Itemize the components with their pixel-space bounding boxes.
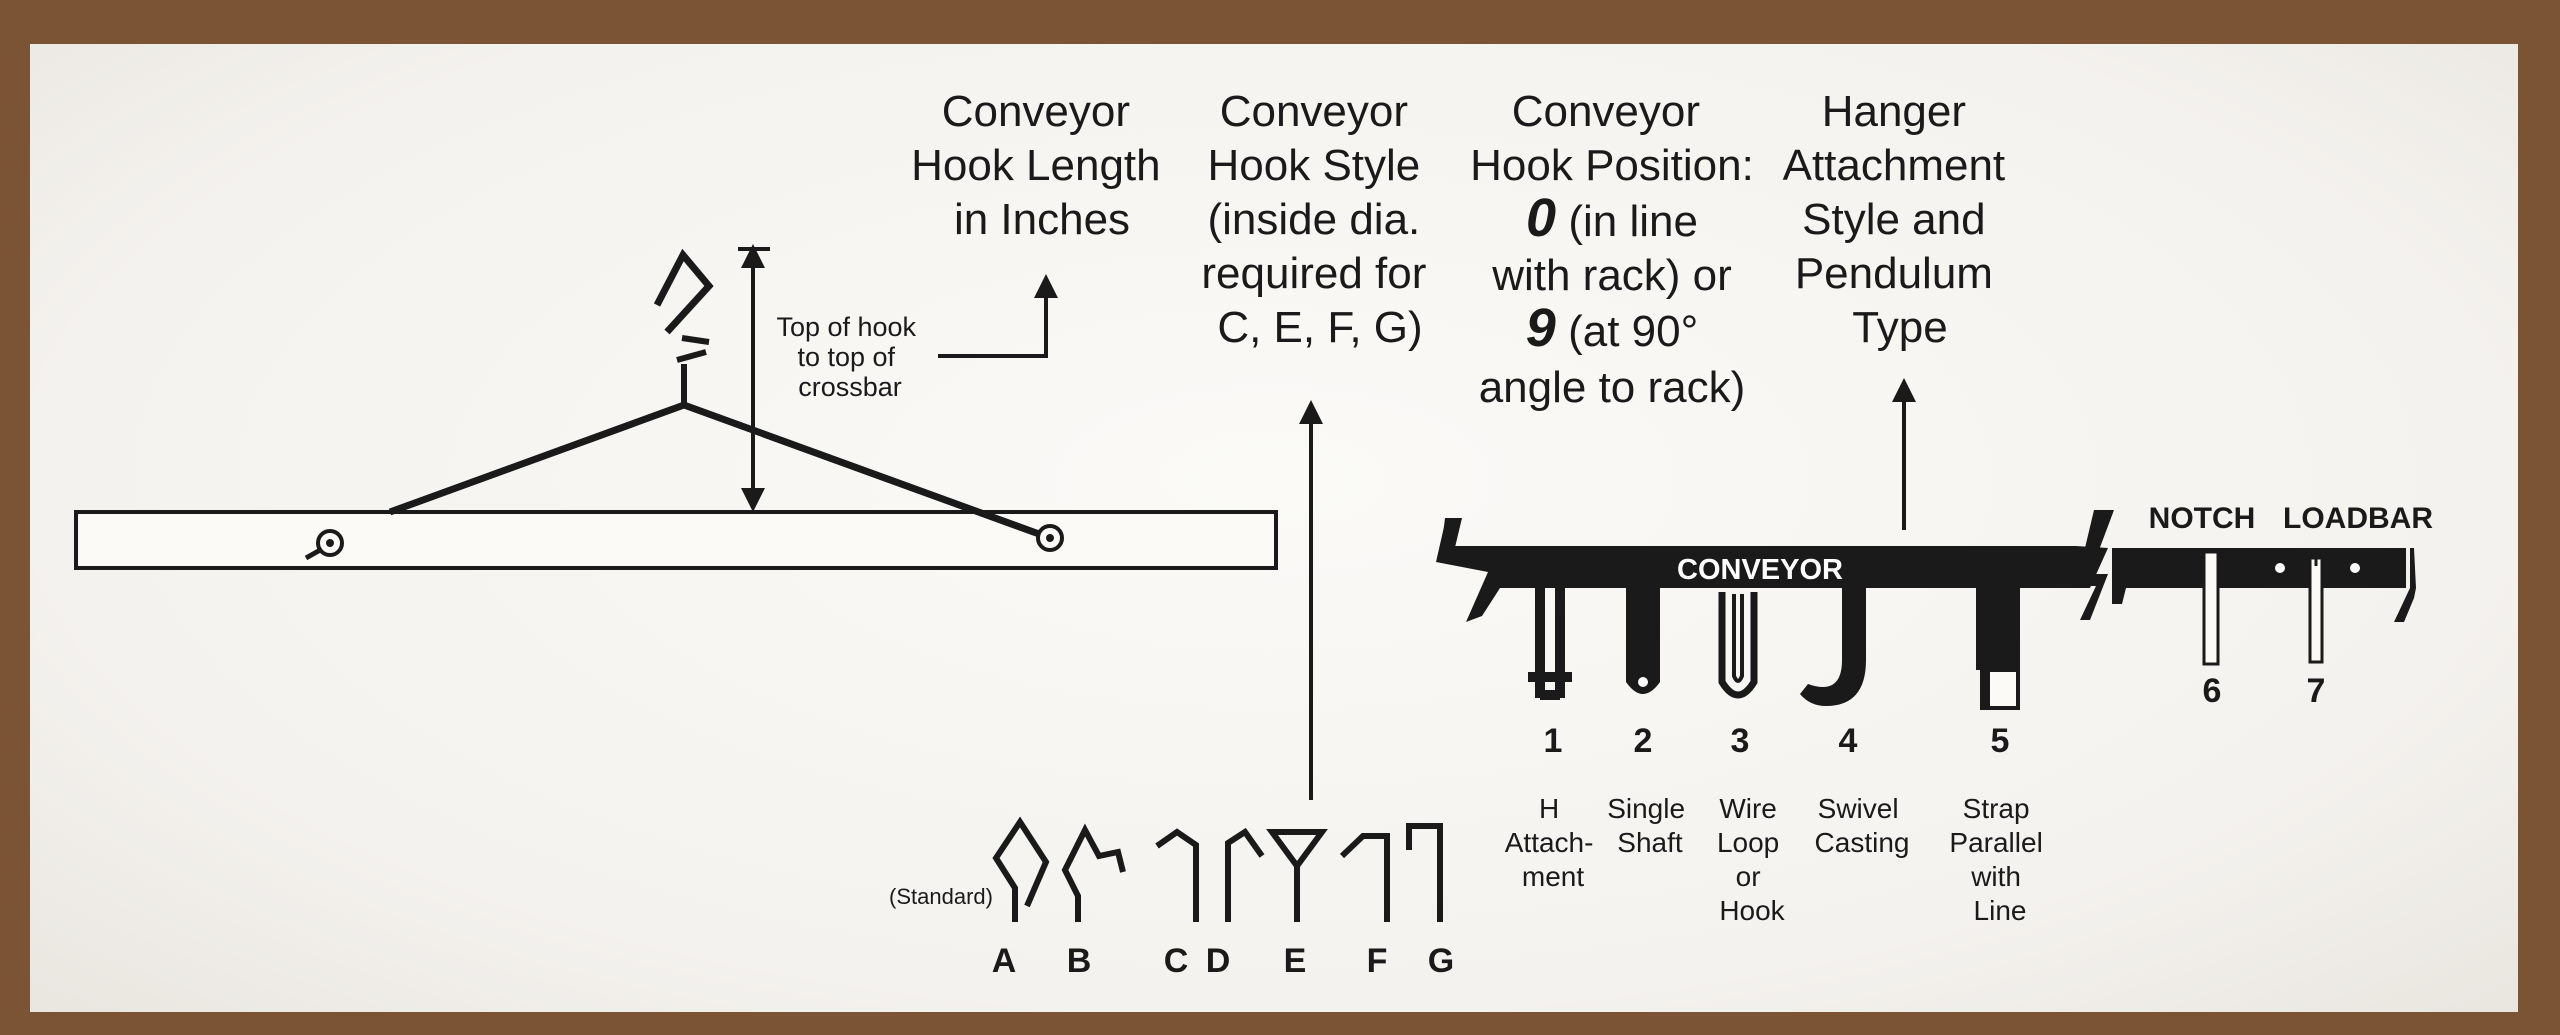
attachment-2-icon [1626, 588, 1660, 694]
header-attachment-style: Hanger Attachment Style and Pendulum Typ… [1783, 87, 2018, 352]
attachment-3-icon [1718, 592, 1758, 699]
notch-label: NOTCH [2149, 502, 2256, 535]
hook-letter-f: F [1367, 942, 1388, 980]
hook-letter-e: E [1284, 942, 1307, 980]
type-label-wire-loop: Wire Loop or Hook [1717, 793, 1787, 926]
hook-style-f-icon [1339, 833, 1390, 922]
measurement-note: Top of hook to top of crossbar [776, 312, 923, 402]
type-label-swivel-casting: Swivel Casting [1815, 793, 1910, 858]
hook-letter-d: D [1206, 942, 1231, 980]
hook-style-letters: A B C D E F G [992, 942, 1455, 980]
header-hook-position-nine: 9 (at 90° [1526, 298, 1698, 358]
attachment-1-icon [1528, 588, 1572, 700]
attachment-number-7: 7 [2307, 672, 2326, 710]
hook-style-e-icon [1266, 829, 1328, 922]
hanger-hook-icon [653, 248, 714, 405]
loadbar-holes [2275, 563, 2360, 573]
hook-style-a-icon [992, 816, 1050, 922]
type-label-single-shaft: Single Shaft [1607, 793, 1693, 858]
attachment-type-labels: H Attach- ment Single Shaft Wire Loop or… [1505, 793, 2050, 926]
hook-length-dimension [738, 244, 770, 512]
header-hook-position-zero: 0 (in line [1526, 188, 1698, 248]
header-hook-position: Conveyor Hook Position: [1470, 87, 1754, 190]
rack-pivot-icons [304, 524, 1064, 561]
hook-style-d-icon [1225, 827, 1265, 922]
header-hook-position-line4: with rack) or [1491, 251, 1732, 300]
loadbar-label: LOADBAR [2283, 502, 2433, 535]
header-hook-position-line6: angle to rack) [1479, 363, 1746, 412]
conveyor-bar [1436, 510, 2416, 622]
attachment-number-2: 2 [1634, 722, 1653, 760]
attachment-4-icon [1800, 588, 1866, 706]
hook-style-g-icon [1406, 823, 1443, 922]
attachment-number-6: 6 [2203, 672, 2222, 710]
attachment-number-4: 4 [1839, 722, 1858, 760]
attachment-number-5: 5 [1991, 722, 2010, 760]
hook-style-shapes [992, 816, 1443, 922]
standard-hook-label: (Standard) [889, 884, 993, 909]
attachment-5-icon [1976, 588, 2020, 710]
hook-style-c-icon [1155, 828, 1199, 922]
attachment-number-3: 3 [1731, 722, 1750, 760]
attachment-numbers: 1 2 3 4 5 6 7 [1544, 672, 2326, 760]
hook-length-leader-arrow [938, 274, 1058, 358]
attachment-number-1: 1 [1544, 722, 1563, 760]
attachment-6-icon [2202, 550, 2220, 666]
conveyor-label: CONVEYOR [1677, 554, 1843, 586]
attachment-7-icon [2308, 552, 2324, 664]
rack-crossbar [74, 510, 1278, 570]
hook-letter-g: G [1428, 942, 1454, 980]
header-hook-length: Conveyor Hook Length in Inches [911, 87, 1173, 244]
header-hook-style: Conveyor Hook Style (inside dia. require… [1201, 87, 1438, 352]
type-label-strap-parallel: Strap Parallel with Line [1949, 793, 2050, 926]
hook-letter-b: B [1067, 942, 1092, 980]
type-label-h-attachment: H Attach- ment [1505, 793, 1601, 892]
hook-letter-c: C [1164, 942, 1189, 980]
hook-style-b-icon [1061, 823, 1126, 922]
hook-letter-a: A [992, 942, 1017, 980]
